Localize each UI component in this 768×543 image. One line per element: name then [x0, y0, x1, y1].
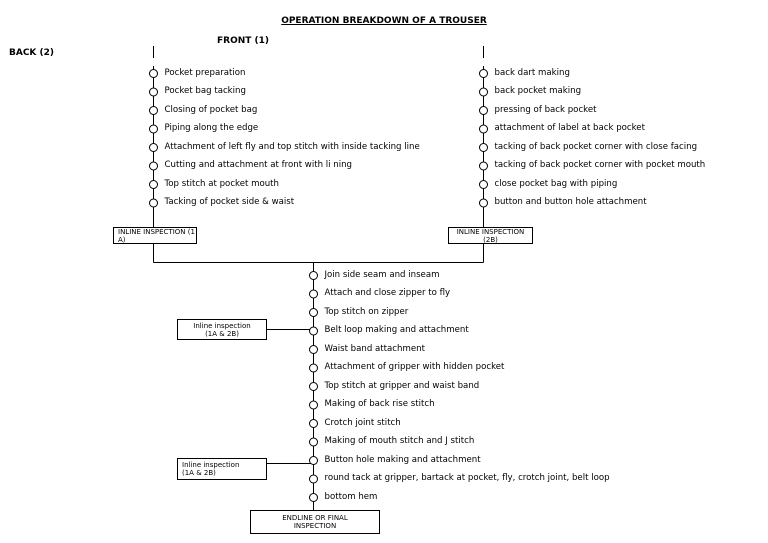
- back-header: BACK (2): [9, 48, 55, 58]
- back-operation-node: [479, 161, 488, 171]
- assembly-operation-node: [309, 437, 318, 447]
- inline-inspection-1-scope: (1A & 2B): [205, 330, 239, 338]
- final-inspection-box: ENDLINE OR FINAL INSPECTION: [250, 510, 380, 534]
- front-operation-label: Pocket bag tacking: [164, 86, 246, 96]
- inline-inspection-box-2: Inline inspection (1A & 2B): [177, 458, 267, 480]
- assembly-operation-label: Making of mouth stitch and J stitch: [324, 436, 475, 446]
- front-operation-node: [149, 87, 158, 97]
- front-operation-node: [149, 180, 158, 189]
- front-inline-inspection-label: INLINE INSPECTION (1 A): [118, 228, 195, 244]
- inline-inspection-2-title: Inline inspection: [182, 461, 240, 469]
- back-operation-label: back pocket making: [494, 86, 582, 96]
- back-operation-node: [479, 180, 488, 189]
- assembly-operation-node: [309, 400, 318, 410]
- assembly-operation-node: [309, 474, 318, 484]
- diagram-title: OPERATION BREAKDOWN OF A TROUSER: [281, 16, 487, 26]
- assembly-operation-node: [309, 493, 318, 502]
- back-inline-inspection-label: INLINE INSPECTION (2B): [456, 228, 525, 244]
- assembly-operation-node: [309, 289, 318, 299]
- final-inspection-line1: ENDLINE OR FINAL: [282, 514, 348, 522]
- back-operation-label: pressing of back pocket: [494, 104, 597, 115]
- assembly-operation-node: [309, 271, 318, 280]
- back-operation-label: attachment of label at back pocket: [494, 123, 645, 133]
- front-operation-node: [149, 106, 158, 115]
- back-operation-node: [479, 87, 488, 97]
- front-operation-node: [149, 143, 158, 152]
- front-operation-node: [149, 69, 158, 78]
- assembly-operation-label: Join side seam and inseam: [324, 269, 440, 280]
- back-operation-label: back dart making: [494, 67, 570, 78]
- assembly-operation-label: Attach and close zipper to fly: [324, 288, 451, 298]
- back-operation-node: [479, 198, 488, 208]
- back-operation-node: [479, 143, 488, 152]
- assembly-operation-node: [309, 363, 318, 373]
- back-operation-node: [479, 124, 488, 134]
- assembly-operation-node: [309, 326, 318, 336]
- front-operation-label: Closing of pocket bag: [164, 104, 258, 115]
- front-operation-label: Top stitch at pocket mouth: [164, 178, 280, 189]
- assembly-operation-node: [309, 308, 318, 317]
- front-operation-label: Piping along the edge: [164, 123, 259, 133]
- back-inline-inspection-box: INLINE INSPECTION (2B): [448, 227, 533, 244]
- front-operation-label: Tacking of pocket side & waist: [164, 197, 295, 207]
- front-operation-node: [149, 161, 158, 171]
- assembly-operation-label: round tack at gripper, bartack at pocket…: [324, 473, 610, 483]
- assembly-operation-label: Waist band attachment: [324, 343, 425, 354]
- assembly-operation-label: Making of back rise stitch: [324, 399, 435, 409]
- assembly-operation-label: Crotch joint stitch: [324, 417, 401, 428]
- back-operation-label: button and button hole attachment: [494, 197, 647, 207]
- back-operation-label: close pocket bag with piping: [494, 178, 618, 189]
- assembly-operation-label: Belt loop making and attachment: [324, 325, 469, 335]
- front-header: FRONT (1): [217, 36, 270, 46]
- front-inline-inspection-box: INLINE INSPECTION (1 A): [113, 227, 197, 244]
- inline-inspection-box-1: Inline inspection (1A & 2B): [177, 319, 267, 340]
- assembly-operation-node: [309, 345, 318, 354]
- assembly-operation-label: Top stitch on zipper: [324, 306, 409, 317]
- assembly-operation-label: Button hole making and attachment: [324, 454, 481, 465]
- back-operation-node: [479, 106, 488, 115]
- inline-inspection-1-title: Inline inspection: [193, 322, 251, 330]
- back-operation-label: tacking of back pocket corner with pocke…: [494, 160, 706, 170]
- assembly-operation-node: [309, 456, 318, 465]
- front-operation-node: [149, 124, 158, 134]
- assembly-operation-label: Attachment of gripper with hidden pocket: [324, 362, 505, 372]
- inline-inspection-2-scope: (1A & 2B): [182, 469, 216, 477]
- assembly-operation-node: [309, 382, 318, 391]
- front-operation-label: Attachment of left fly and top stitch wi…: [164, 141, 420, 152]
- assembly-operation-label: Top stitch at gripper and waist band: [324, 380, 480, 391]
- final-inspection-line2: INSPECTION: [293, 522, 337, 530]
- back-operation-label: tacking of back pocket corner with close…: [494, 141, 698, 152]
- front-operation-node: [149, 198, 158, 208]
- front-operation-label: Cutting and attachment at front with li …: [164, 160, 353, 170]
- assembly-operation-node: [309, 419, 318, 428]
- front-operation-label: Pocket preparation: [164, 67, 246, 78]
- back-operation-node: [479, 69, 488, 78]
- assembly-operation-label: bottom hem: [324, 491, 378, 502]
